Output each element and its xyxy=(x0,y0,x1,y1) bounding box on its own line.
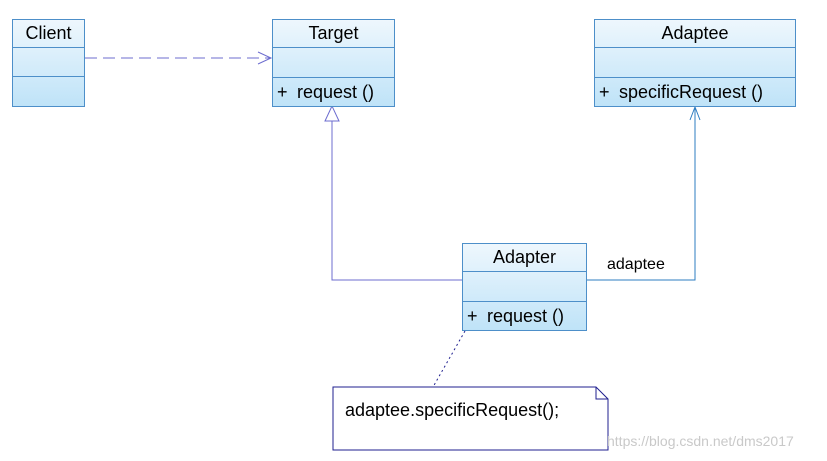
class-adapter[interactable]: Adapter + request () xyxy=(462,243,587,331)
operation-signature: request () xyxy=(297,82,375,102)
class-target-operation: + request () xyxy=(277,78,394,106)
class-adaptee-operations: + specificRequest () xyxy=(595,78,795,106)
class-adaptee-name: Adaptee xyxy=(595,20,795,48)
class-client[interactable]: Client xyxy=(12,19,85,107)
class-client-name: Client xyxy=(13,20,84,48)
class-adapter-operations: + request () xyxy=(463,302,586,330)
class-adapter-name: Adapter xyxy=(463,244,586,272)
note-folded-corner xyxy=(595,387,608,400)
operation-visibility: + xyxy=(467,306,478,326)
operation-signature: specificRequest () xyxy=(619,82,764,102)
class-adapter-attributes xyxy=(463,272,586,302)
association-open-arrowhead xyxy=(689,105,701,121)
class-target-name: Target xyxy=(273,20,394,48)
operation-visibility: + xyxy=(277,82,288,102)
watermark-text: https://blog.csdn.net/dms2017 xyxy=(607,433,794,449)
class-target[interactable]: Target + request () xyxy=(272,19,395,107)
class-target-operations: + request () xyxy=(273,78,394,106)
adapter-adaptee-association-line xyxy=(587,108,696,281)
dependency-open-arrowhead xyxy=(257,51,273,65)
note-attachment-line xyxy=(432,330,466,388)
class-adapter-operation: + request () xyxy=(467,302,586,330)
operation-visibility: + xyxy=(599,82,610,102)
adapter-target-generalization-line xyxy=(331,120,462,281)
note-shape xyxy=(332,386,609,451)
class-adaptee-attributes xyxy=(595,48,795,78)
class-client-operations xyxy=(13,77,84,106)
association-role-label: adaptee xyxy=(607,256,665,273)
note-text: adaptee.specificRequest(); xyxy=(345,400,560,420)
class-target-attributes xyxy=(273,48,394,78)
class-adaptee-operation: + specificRequest () xyxy=(599,78,795,106)
generalization-hollow-triangle xyxy=(324,104,340,122)
class-client-attributes xyxy=(13,48,84,77)
operation-signature: request () xyxy=(487,306,565,326)
class-adaptee[interactable]: Adaptee + specificRequest () xyxy=(594,19,796,107)
